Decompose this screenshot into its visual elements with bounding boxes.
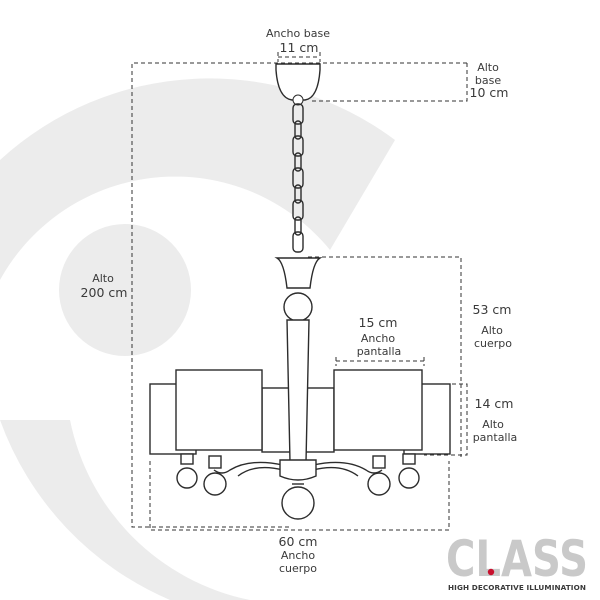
logo-accent-dot xyxy=(487,568,495,576)
dimension-labels: Ancho base 11 cm Alto base 10 cm Alto 20… xyxy=(81,27,518,575)
label-ancho-cuerpo-title-2: cuerpo xyxy=(279,562,317,575)
chain xyxy=(292,103,304,253)
label-ancho-base-value: 11 cm xyxy=(280,40,319,55)
base-height-frame xyxy=(310,63,468,102)
background-watermark xyxy=(0,78,395,600)
canopy-hook xyxy=(292,94,304,106)
label-ancho-base-title: Ancho base xyxy=(266,27,330,40)
label-alto-cuerpo-title-2: cuerpo xyxy=(474,337,512,350)
brand-logo: CLASS HIGH DECORATIVE ILLUMINATION xyxy=(446,530,588,592)
watermark-ring xyxy=(0,78,395,280)
bottom-hub xyxy=(279,459,317,481)
bulbs xyxy=(176,453,420,496)
label-alto-base-value: 10 cm xyxy=(470,85,509,100)
logo-tagline: HIGH DECORATIVE ILLUMINATION xyxy=(448,583,586,592)
label-alto-pantalla-value: 14 cm xyxy=(475,396,514,411)
watermark-dot xyxy=(59,224,191,356)
label-alto-total-value: 200 cm xyxy=(81,285,128,300)
label-alto-pantalla-title-2: pantalla xyxy=(473,431,518,444)
label-alto-total-title: Alto xyxy=(92,272,114,285)
label-ancho-pantalla-value: 15 cm xyxy=(359,315,398,330)
lampshade-front-right xyxy=(333,369,423,451)
total-height-frame xyxy=(131,62,467,528)
column-stem xyxy=(286,319,310,463)
label-alto-cuerpo-value: 53 cm xyxy=(473,302,512,317)
lampshade-front-left xyxy=(175,369,263,451)
column-knob xyxy=(283,292,313,322)
bottom-finial xyxy=(281,486,315,520)
body-width-frame xyxy=(149,461,450,531)
logo-brand: CLASS xyxy=(446,530,588,588)
central-column xyxy=(274,257,323,289)
label-ancho-pantalla-title-1: Ancho xyxy=(361,332,396,345)
label-ancho-cuerpo-value: 60 cm xyxy=(279,534,318,549)
label-ancho-pantalla-title-2: pantalla xyxy=(357,345,402,358)
body-height-frame xyxy=(308,256,462,457)
watermark-ring-lower xyxy=(0,420,250,600)
label-alto-pantalla-title-1: Alto xyxy=(482,418,504,431)
chandelier xyxy=(149,63,451,520)
label-alto-base-title-2: base xyxy=(475,74,501,87)
label-alto-base-title-1: Alto xyxy=(477,61,499,74)
label-alto-cuerpo-title-1: Alto xyxy=(481,324,503,337)
ceiling-canopy xyxy=(275,63,321,101)
label-ancho-cuerpo-title-1: Ancho xyxy=(281,549,316,562)
